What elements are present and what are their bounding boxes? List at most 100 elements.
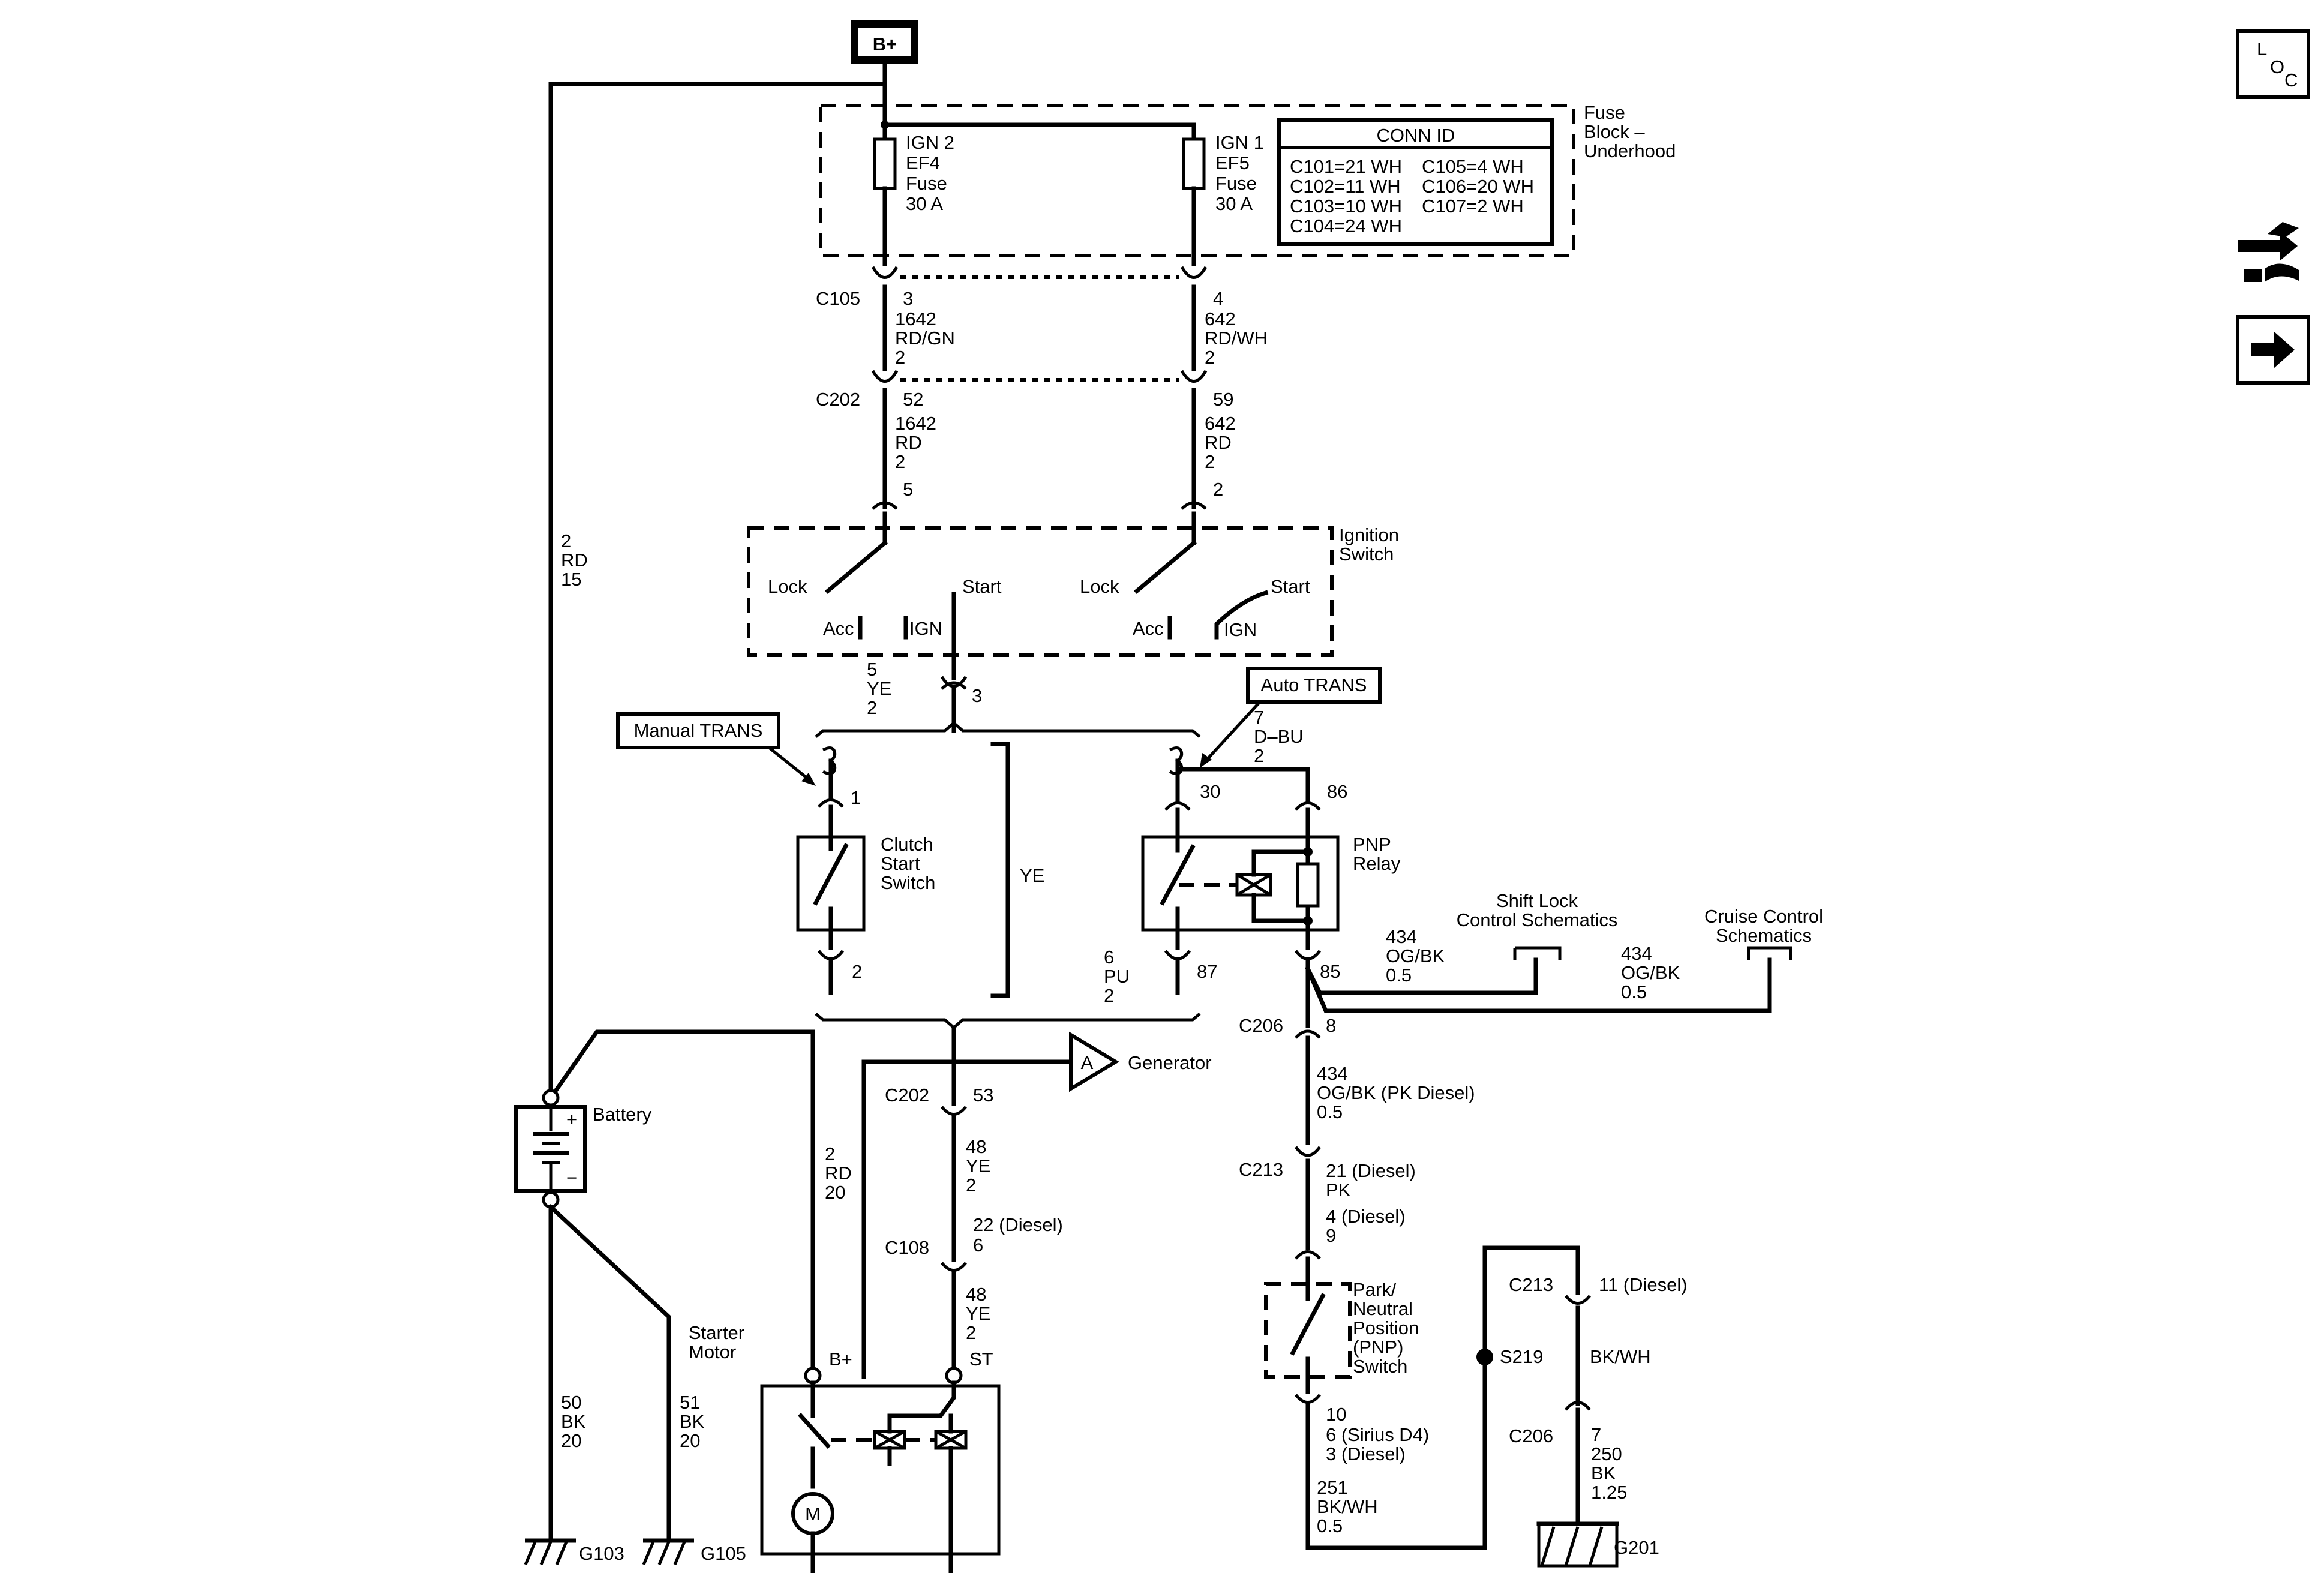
pnp-relay-pin-85: 85 xyxy=(1320,961,1340,982)
wire-642-rdwh-label: 642 RD/WH 2 xyxy=(1205,308,1268,368)
svg-text:Generator: Generator xyxy=(1128,1052,1212,1073)
conn-id-table: CONN ID C101=21 WH C102=11 WH C103=10 WH… xyxy=(1277,118,1554,246)
svg-text:48: 48 xyxy=(966,1284,986,1305)
ground-g201: G201 xyxy=(1536,1521,1659,1568)
starter-motor-m: M xyxy=(805,1503,821,1524)
svg-text:+: + xyxy=(566,1109,577,1130)
svg-text:YE: YE xyxy=(867,678,891,699)
svg-text:S219: S219 xyxy=(1500,1346,1543,1367)
ground-g105: G105 xyxy=(642,1538,746,1565)
svg-text:BK/WH: BK/WH xyxy=(1317,1496,1378,1517)
battery: + − xyxy=(514,1105,587,1193)
svg-text:C108: C108 xyxy=(885,1237,929,1258)
svg-text:59: 59 xyxy=(1213,389,1233,410)
svg-text:Switch: Switch xyxy=(1339,544,1394,565)
svg-text:C107=2 WH: C107=2 WH xyxy=(1422,196,1524,217)
wire-434-label-a: 434 OG/BK 0.5 xyxy=(1386,926,1445,986)
svg-text:53: 53 xyxy=(973,1085,993,1106)
svg-text:RD/WH: RD/WH xyxy=(1205,328,1268,349)
svg-text:642: 642 xyxy=(1205,413,1236,434)
svg-text:434: 434 xyxy=(1317,1063,1348,1084)
ign-switch-pin-5: 5 xyxy=(903,479,913,500)
fuse-block-label: Fuse Block – Underhood xyxy=(1584,102,1676,161)
svg-text:PU: PU xyxy=(1104,966,1130,987)
svg-text:15: 15 xyxy=(561,569,581,590)
svg-text:G105: G105 xyxy=(701,1543,746,1564)
wire-2-rd-20-label: 2 RD 20 xyxy=(825,1143,852,1203)
wire-ye-bypass-label: YE xyxy=(1020,865,1044,886)
connector-end-view-icon[interactable] xyxy=(2238,222,2299,282)
svg-text:7: 7 xyxy=(1254,707,1264,728)
wire-51-label: 51 BK 20 xyxy=(680,1392,705,1451)
svg-text:IGN: IGN xyxy=(909,618,942,639)
svg-text:C: C xyxy=(2284,70,2298,91)
pnp-switch-label: Park/ Neutral Position (PNP) Switch xyxy=(1353,1279,1419,1377)
connector-c213-mid: C213 21 (Diesel) PK 4 (Diesel) 9 xyxy=(1239,1159,1416,1246)
clutch-pin-2: 2 xyxy=(852,961,862,982)
svg-text:L: L xyxy=(2257,38,2267,59)
cruise-control-reference[interactable]: Cruise Control Schematics xyxy=(1704,906,1823,946)
svg-text:51: 51 xyxy=(680,1392,700,1413)
svg-text:2: 2 xyxy=(1205,347,1215,368)
svg-text:Neutral: Neutral xyxy=(1353,1298,1413,1319)
svg-text:Schematics: Schematics xyxy=(1716,925,1812,946)
svg-text:Shift Lock: Shift Lock xyxy=(1496,890,1578,911)
svg-text:C105: C105 xyxy=(816,288,860,309)
svg-text:RD: RD xyxy=(1205,432,1232,453)
svg-text:BK: BK xyxy=(680,1411,705,1432)
wire-251-label: 251 BK/WH 0.5 xyxy=(1317,1477,1378,1536)
location-view-button[interactable]: L O C xyxy=(2236,29,2310,99)
wire-2-rd-15-label: 2 RD 15 xyxy=(561,530,588,590)
svg-text:Park/: Park/ xyxy=(1353,1279,1397,1300)
svg-text:C202: C202 xyxy=(885,1085,929,1106)
svg-text:21 (Diesel): 21 (Diesel) xyxy=(1326,1160,1416,1181)
wire-1642-rdgn-label: 1642 RD/GN 2 xyxy=(895,308,955,368)
svg-text:9: 9 xyxy=(1326,1225,1336,1246)
svg-text:Start: Start xyxy=(1271,576,1310,597)
svg-text:4: 4 xyxy=(1213,288,1223,309)
svg-text:1642: 1642 xyxy=(895,308,936,329)
svg-text:B+: B+ xyxy=(873,34,897,55)
connector-c202-top: C202 52 59 xyxy=(816,370,1233,410)
svg-text:3: 3 xyxy=(903,288,913,309)
wire-6-pu-label: 6 PU 2 xyxy=(1104,947,1130,1006)
svg-text:C102=11 WH: C102=11 WH xyxy=(1290,176,1401,197)
svg-text:Lock: Lock xyxy=(768,576,807,597)
fuse-ef5 xyxy=(1182,137,1206,190)
svg-text:C103=10 WH: C103=10 WH xyxy=(1290,196,1402,217)
ignition-switch-outline xyxy=(747,526,1334,657)
svg-text:−: − xyxy=(566,1167,577,1188)
battery-label: Battery xyxy=(593,1104,652,1125)
svg-text:2: 2 xyxy=(966,1175,976,1196)
svg-text:C106=20 WH: C106=20 WH xyxy=(1422,176,1534,197)
svg-text:5: 5 xyxy=(867,659,877,680)
svg-text:250: 250 xyxy=(1591,1443,1622,1464)
pnp-relay-pin-87: 87 xyxy=(1197,961,1217,982)
next-page-arrow-button[interactable] xyxy=(2236,315,2310,385)
svg-text:Position: Position xyxy=(1353,1317,1419,1338)
svg-text:3 (Diesel): 3 (Diesel) xyxy=(1326,1443,1406,1464)
svg-text:Fuse: Fuse xyxy=(906,173,947,194)
fuse-ef4-label: IGN 2 EF4 Fuse 30 A xyxy=(906,132,954,214)
wire-5-ye-label: 5 YE 2 3 xyxy=(867,659,982,718)
pnp-relay-pin-30: 30 xyxy=(1200,781,1220,802)
shift-lock-reference[interactable]: Shift Lock Control Schematics xyxy=(1457,890,1618,930)
svg-text:2: 2 xyxy=(561,530,571,551)
svg-text:RD/GN: RD/GN xyxy=(895,328,955,349)
svg-text:Switch: Switch xyxy=(881,872,935,893)
svg-text:Switch: Switch xyxy=(1353,1356,1407,1377)
pnp-switch-pins: 10 6 (Sirius D4) 3 (Diesel) xyxy=(1326,1404,1429,1464)
connector-c105: C105 3 4 xyxy=(816,266,1223,309)
wire-1642-rd-label: 1642 RD 2 xyxy=(895,413,936,472)
svg-text:RD: RD xyxy=(895,432,922,453)
svg-text:22 (Diesel): 22 (Diesel) xyxy=(973,1214,1063,1235)
svg-text:C101=21 WH: C101=21 WH xyxy=(1290,156,1402,177)
svg-text:10: 10 xyxy=(1326,1404,1346,1425)
svg-text:C104=24 WH: C104=24 WH xyxy=(1290,215,1402,236)
svg-text:BK/WH: BK/WH xyxy=(1590,1346,1651,1367)
svg-text:(PNP): (PNP) xyxy=(1353,1337,1403,1358)
svg-text:8: 8 xyxy=(1326,1015,1336,1036)
svg-text:G103: G103 xyxy=(579,1543,624,1564)
auto-trans-callout: Auto TRANS xyxy=(1200,667,1382,768)
